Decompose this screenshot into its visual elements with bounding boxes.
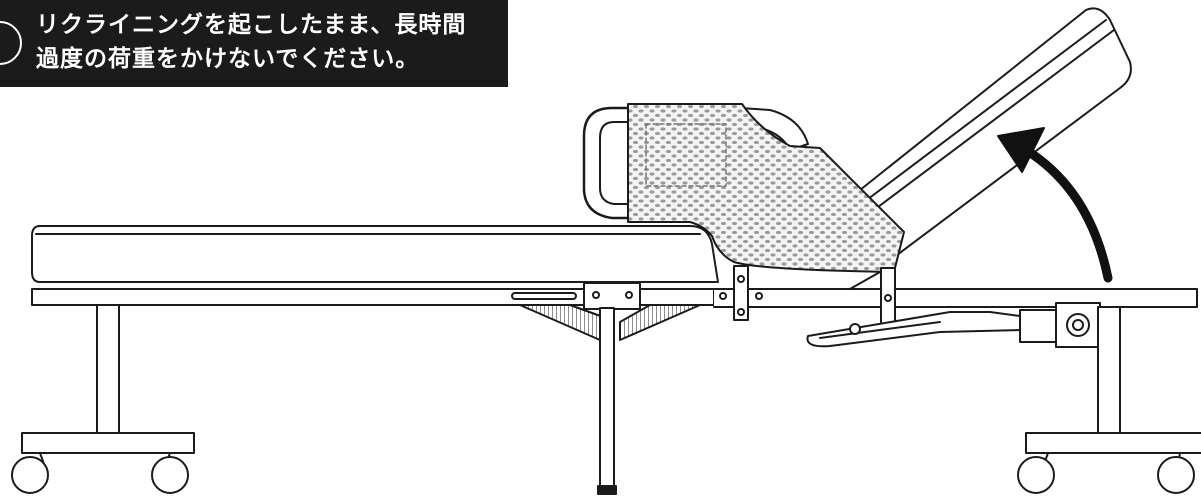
mattress [31,225,719,283]
hinge-brackets [733,265,896,325]
warning-line-1: リクライニングを起こしたまま、長時間 [36,12,467,38]
right-leg-caster [1017,306,1201,494]
recline-lever [806,302,1101,348]
frame-rail [31,271,1198,310]
warning-banner: リクライニングを起こしたまま、長時間 過度の荷重をかけないでください。 [0,0,508,87]
center-legs [519,304,701,495]
warning-text: リクライニングを起こしたまま、長時間 過度の荷重をかけないでください。 [36,8,466,76]
left-leg-caster [11,304,195,494]
warning-line-2: 過度の荷重をかけないでください。 [36,46,420,72]
lift-arrow-icon [997,127,1113,283]
dotted-cover [627,103,905,273]
backrest [849,7,1132,259]
